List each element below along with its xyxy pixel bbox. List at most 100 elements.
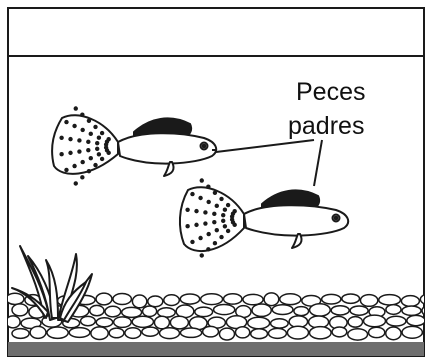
gravel-stone — [105, 306, 121, 317]
tail-spot — [72, 124, 76, 128]
tail-spot — [226, 229, 230, 233]
tail-spot — [200, 253, 204, 257]
gravel-stone — [113, 294, 131, 305]
gravel-stone — [268, 328, 286, 338]
tail-spot — [64, 120, 68, 124]
tail-spot — [185, 224, 189, 228]
gravel-stone — [148, 296, 163, 307]
gravel-stone — [280, 294, 301, 305]
gravel-stone — [125, 328, 141, 339]
gravel-stone — [195, 307, 213, 317]
gravel-stone — [251, 329, 268, 339]
tail-spot — [200, 178, 204, 182]
tail-spot — [72, 164, 76, 168]
gravel-stone — [422, 305, 432, 316]
gravel-stone — [114, 317, 132, 328]
gravel-stone — [364, 315, 386, 327]
tail-spot — [206, 247, 210, 251]
tail-spot — [223, 224, 227, 228]
tail-spot — [59, 152, 63, 156]
tail-spot — [80, 112, 84, 116]
tail-spot — [80, 160, 84, 164]
gravel-stone — [402, 306, 421, 315]
gravel-stone — [310, 327, 332, 339]
gravel-stone — [420, 294, 432, 305]
tail-spot — [87, 169, 91, 173]
gravel-stone — [271, 319, 289, 328]
tail-spot — [198, 236, 202, 240]
tail-spot — [190, 240, 194, 244]
gravel-stone — [224, 294, 242, 304]
tail-spot — [226, 203, 230, 207]
gravel-stone — [243, 294, 263, 304]
tail-spot — [198, 196, 202, 200]
gravel-stone — [96, 318, 112, 327]
gravel-stone — [160, 328, 180, 339]
tail-spot — [97, 136, 101, 140]
tail-spot — [194, 223, 198, 227]
tail-spot — [89, 156, 93, 160]
tail-spot — [74, 106, 78, 110]
gravel-stone — [379, 295, 401, 305]
gravel-stone — [386, 327, 401, 340]
gravel-stone — [69, 328, 90, 338]
gravel-stone — [322, 294, 341, 304]
tail-spot — [64, 168, 68, 172]
tail-spot — [213, 191, 217, 195]
gravel-stone — [132, 295, 146, 308]
tail-spot — [95, 141, 99, 145]
tail-spot — [86, 148, 90, 152]
gravel-stone — [294, 307, 309, 316]
tail-spot — [86, 140, 90, 144]
gravel-stone — [90, 305, 104, 315]
gravel-stone — [287, 326, 308, 339]
gravel-stone — [219, 328, 234, 340]
gravel-stone — [369, 327, 385, 337]
tail-spot — [68, 137, 72, 141]
tail-spot — [100, 157, 104, 161]
tail-spot — [80, 128, 84, 132]
tail-spot — [232, 223, 236, 227]
tail-spot — [59, 136, 63, 140]
gravel-stone — [360, 295, 377, 307]
gravel-stone — [401, 296, 419, 307]
gravel-stone — [96, 293, 112, 305]
tail-spot — [212, 212, 216, 216]
gravel-stone — [348, 329, 368, 340]
gravel-stone — [164, 295, 180, 306]
gravel-stone — [81, 316, 96, 325]
gravel-stone — [426, 315, 432, 326]
gravel-stone — [214, 305, 235, 315]
gravel-stone — [310, 304, 331, 316]
gravel-stone — [91, 327, 108, 340]
tail-spot — [190, 192, 194, 196]
tail-spot — [74, 181, 78, 185]
tail-spot — [80, 175, 84, 179]
gravel-stone — [272, 305, 293, 315]
gravel-stone — [170, 316, 188, 329]
gravel-stone — [12, 304, 28, 316]
gravel-stone — [350, 306, 368, 315]
gravel-stone — [180, 294, 199, 304]
gravel-stone — [47, 327, 68, 338]
tail-spot — [206, 200, 210, 204]
tail-spot — [100, 131, 104, 135]
tail-spot — [77, 149, 81, 153]
label-line-2: padres — [288, 112, 364, 140]
label-line-1: Peces — [296, 78, 365, 106]
tail-spot — [87, 119, 91, 123]
gravel-stone — [142, 327, 159, 336]
gravel-stone — [6, 316, 20, 328]
gravel-stone — [332, 327, 347, 337]
gravel-stone — [109, 328, 124, 338]
gravel-stone — [264, 293, 279, 306]
gravel-stone — [154, 316, 169, 329]
gravel-stone — [407, 315, 425, 325]
gravel-stone — [180, 328, 201, 337]
tail-spot — [203, 210, 207, 214]
gravel-stone — [248, 317, 270, 329]
tail-spot — [206, 232, 210, 236]
gravel-stone — [235, 327, 249, 338]
gravel-stone — [386, 305, 401, 315]
